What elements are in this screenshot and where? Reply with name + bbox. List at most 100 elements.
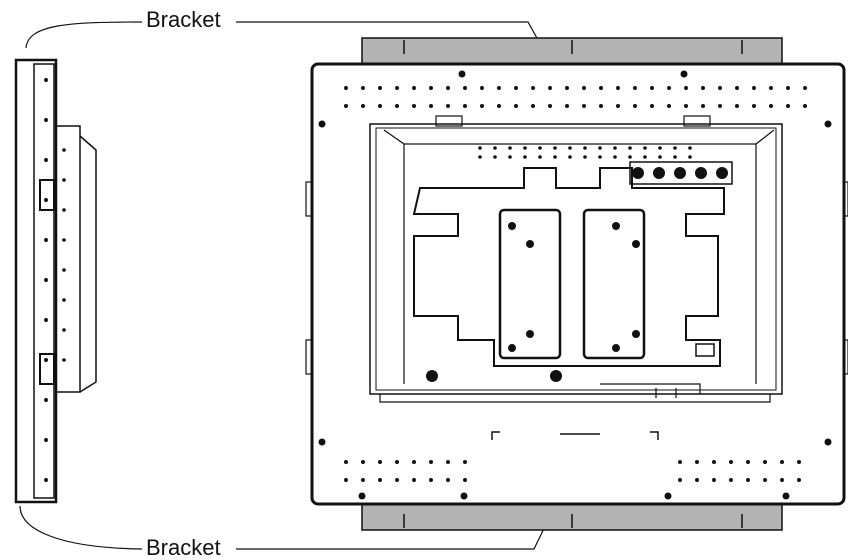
screw-hole <box>729 478 733 482</box>
screw-hole <box>673 155 677 159</box>
right-tab-lower <box>843 339 848 375</box>
screw-hole <box>599 104 603 108</box>
screw-hole <box>701 86 705 90</box>
screw-hole <box>667 104 671 108</box>
mounting-hole <box>318 438 326 446</box>
chassis-bevel-sides <box>403 144 757 384</box>
screw-hole <box>480 86 484 90</box>
screw-hole <box>712 478 716 482</box>
screw-hole <box>803 86 807 90</box>
screw-hole <box>523 155 527 159</box>
screw-hole <box>616 86 620 90</box>
bottom-connector-block <box>600 383 701 398</box>
mounting-hole <box>632 330 640 338</box>
screw-hole <box>429 86 433 90</box>
side-screw <box>44 438 48 442</box>
screw-hole <box>752 86 756 90</box>
screw-hole <box>780 478 784 482</box>
mounting-hole <box>824 120 832 128</box>
side-view-screws <box>44 78 66 482</box>
side-screw <box>44 238 48 242</box>
side-screw <box>44 118 48 122</box>
screw-hole <box>429 104 433 108</box>
mounting-hole <box>318 120 326 128</box>
side-screw <box>62 148 66 152</box>
connector-port <box>653 167 665 179</box>
chassis-outline <box>369 123 783 395</box>
side-screw <box>44 198 48 202</box>
side-screw <box>44 78 48 82</box>
screw-hole <box>531 104 535 108</box>
screw-hole <box>780 460 784 464</box>
bottom-bracket-slots <box>403 514 743 528</box>
bottom-bracket-leader <box>19 505 143 550</box>
screw-hole <box>361 86 365 90</box>
screw-hole <box>538 146 542 150</box>
screw-hole <box>598 155 602 159</box>
screw-hole <box>718 104 722 108</box>
screw-hole <box>565 86 569 90</box>
screw-hole <box>480 104 484 108</box>
screw-hole <box>763 460 767 464</box>
screw-hole <box>344 86 348 90</box>
screw-hole <box>633 104 637 108</box>
vesa-bracket-left <box>498 208 562 360</box>
screw-hole <box>797 460 801 464</box>
connector-port <box>695 167 707 179</box>
screw-hole <box>695 478 699 482</box>
frame-screw-holes <box>344 86 807 482</box>
screw-hole <box>628 146 632 150</box>
side-view-rear-cover <box>79 135 97 393</box>
screw-hole <box>678 478 682 482</box>
mounting-hole <box>460 492 468 500</box>
screw-hole <box>378 478 382 482</box>
connector-port <box>674 167 686 179</box>
side-view-panel <box>33 63 55 499</box>
screw-hole <box>553 155 557 159</box>
screw-hole <box>797 478 801 482</box>
side-view-clip-lower <box>39 353 55 385</box>
screw-hole <box>497 104 501 108</box>
screw-hole <box>508 155 512 159</box>
mounting-hole <box>426 370 438 382</box>
screw-hole <box>613 146 617 150</box>
screw-hole <box>412 478 416 482</box>
screw-hole <box>395 86 399 90</box>
screw-hole <box>695 460 699 464</box>
mounting-hole <box>680 70 688 78</box>
screw-hole <box>463 478 467 482</box>
screw-hole <box>735 86 739 90</box>
outer-frame <box>310 62 846 506</box>
side-view-rear-housing <box>55 125 81 393</box>
right-tab-upper <box>843 181 848 217</box>
screw-hole <box>673 146 677 150</box>
mounting-hole <box>632 240 640 248</box>
screw-hole <box>688 155 692 159</box>
side-screw <box>44 278 48 282</box>
mounting-hole <box>664 492 672 500</box>
connector-port <box>716 167 728 179</box>
rear-view <box>305 37 848 531</box>
screw-hole <box>658 155 662 159</box>
mounting-hole <box>458 70 466 78</box>
screw-hole <box>361 104 365 108</box>
screw-hole <box>568 146 572 150</box>
screw-hole <box>344 478 348 482</box>
mounting-hole <box>612 344 620 352</box>
screw-hole <box>650 104 654 108</box>
screw-hole <box>395 104 399 108</box>
screw-hole <box>613 155 617 159</box>
screw-hole <box>583 146 587 150</box>
screw-hole <box>493 146 497 150</box>
mounting-hole <box>612 222 620 230</box>
screw-hole <box>531 86 535 90</box>
screw-hole <box>746 460 750 464</box>
left-tab-upper <box>305 181 313 217</box>
side-screw <box>62 208 66 212</box>
side-screw <box>44 318 48 322</box>
screw-hole <box>643 155 647 159</box>
side-screw <box>62 178 66 182</box>
mounting-hole <box>824 438 832 446</box>
screw-hole <box>582 86 586 90</box>
